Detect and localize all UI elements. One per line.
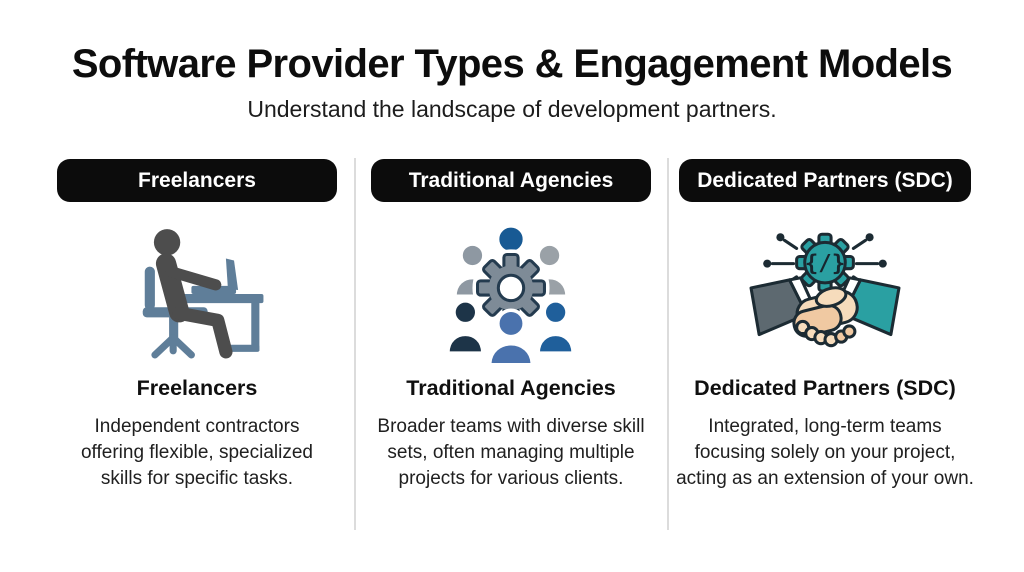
- column-divider: [354, 158, 356, 530]
- freelancer-at-desk-icon: [128, 216, 266, 368]
- column-description: Integrated, long-term teams focusing sol…: [676, 416, 974, 489]
- column-heading: Dedicated Partners (SDC): [694, 376, 956, 400]
- column-freelancers: Freelancers: [47, 159, 347, 492]
- header-pill-freelancers: Freelancers: [57, 159, 337, 202]
- column-heading: Traditional Agencies: [406, 376, 616, 400]
- column-heading: Freelancers: [136, 376, 258, 400]
- column-description: Broader teams with diverse skill sets, o…: [377, 416, 645, 489]
- page-title: Software Provider Types & Engagement Mod…: [71, 42, 953, 86]
- header-pill-traditional-agencies: Traditional Agencies: [371, 159, 651, 202]
- handshake-code-gear-icon: {/}: [749, 216, 901, 368]
- header-pill-dedicated-partners: Dedicated Partners (SDC): [679, 159, 971, 202]
- column-description: Independent contractors offering flexibl…: [80, 416, 313, 489]
- column-dedicated-partners: Dedicated Partners (SDC): [675, 159, 975, 492]
- svg-text:{/}: {/}: [805, 251, 845, 277]
- column-traditional-agencies: Traditional Agencies: [361, 159, 661, 492]
- page-subtitle: Understand the landscape of development …: [247, 96, 777, 122]
- column-divider: [667, 158, 669, 530]
- team-around-gear-icon: [440, 216, 582, 368]
